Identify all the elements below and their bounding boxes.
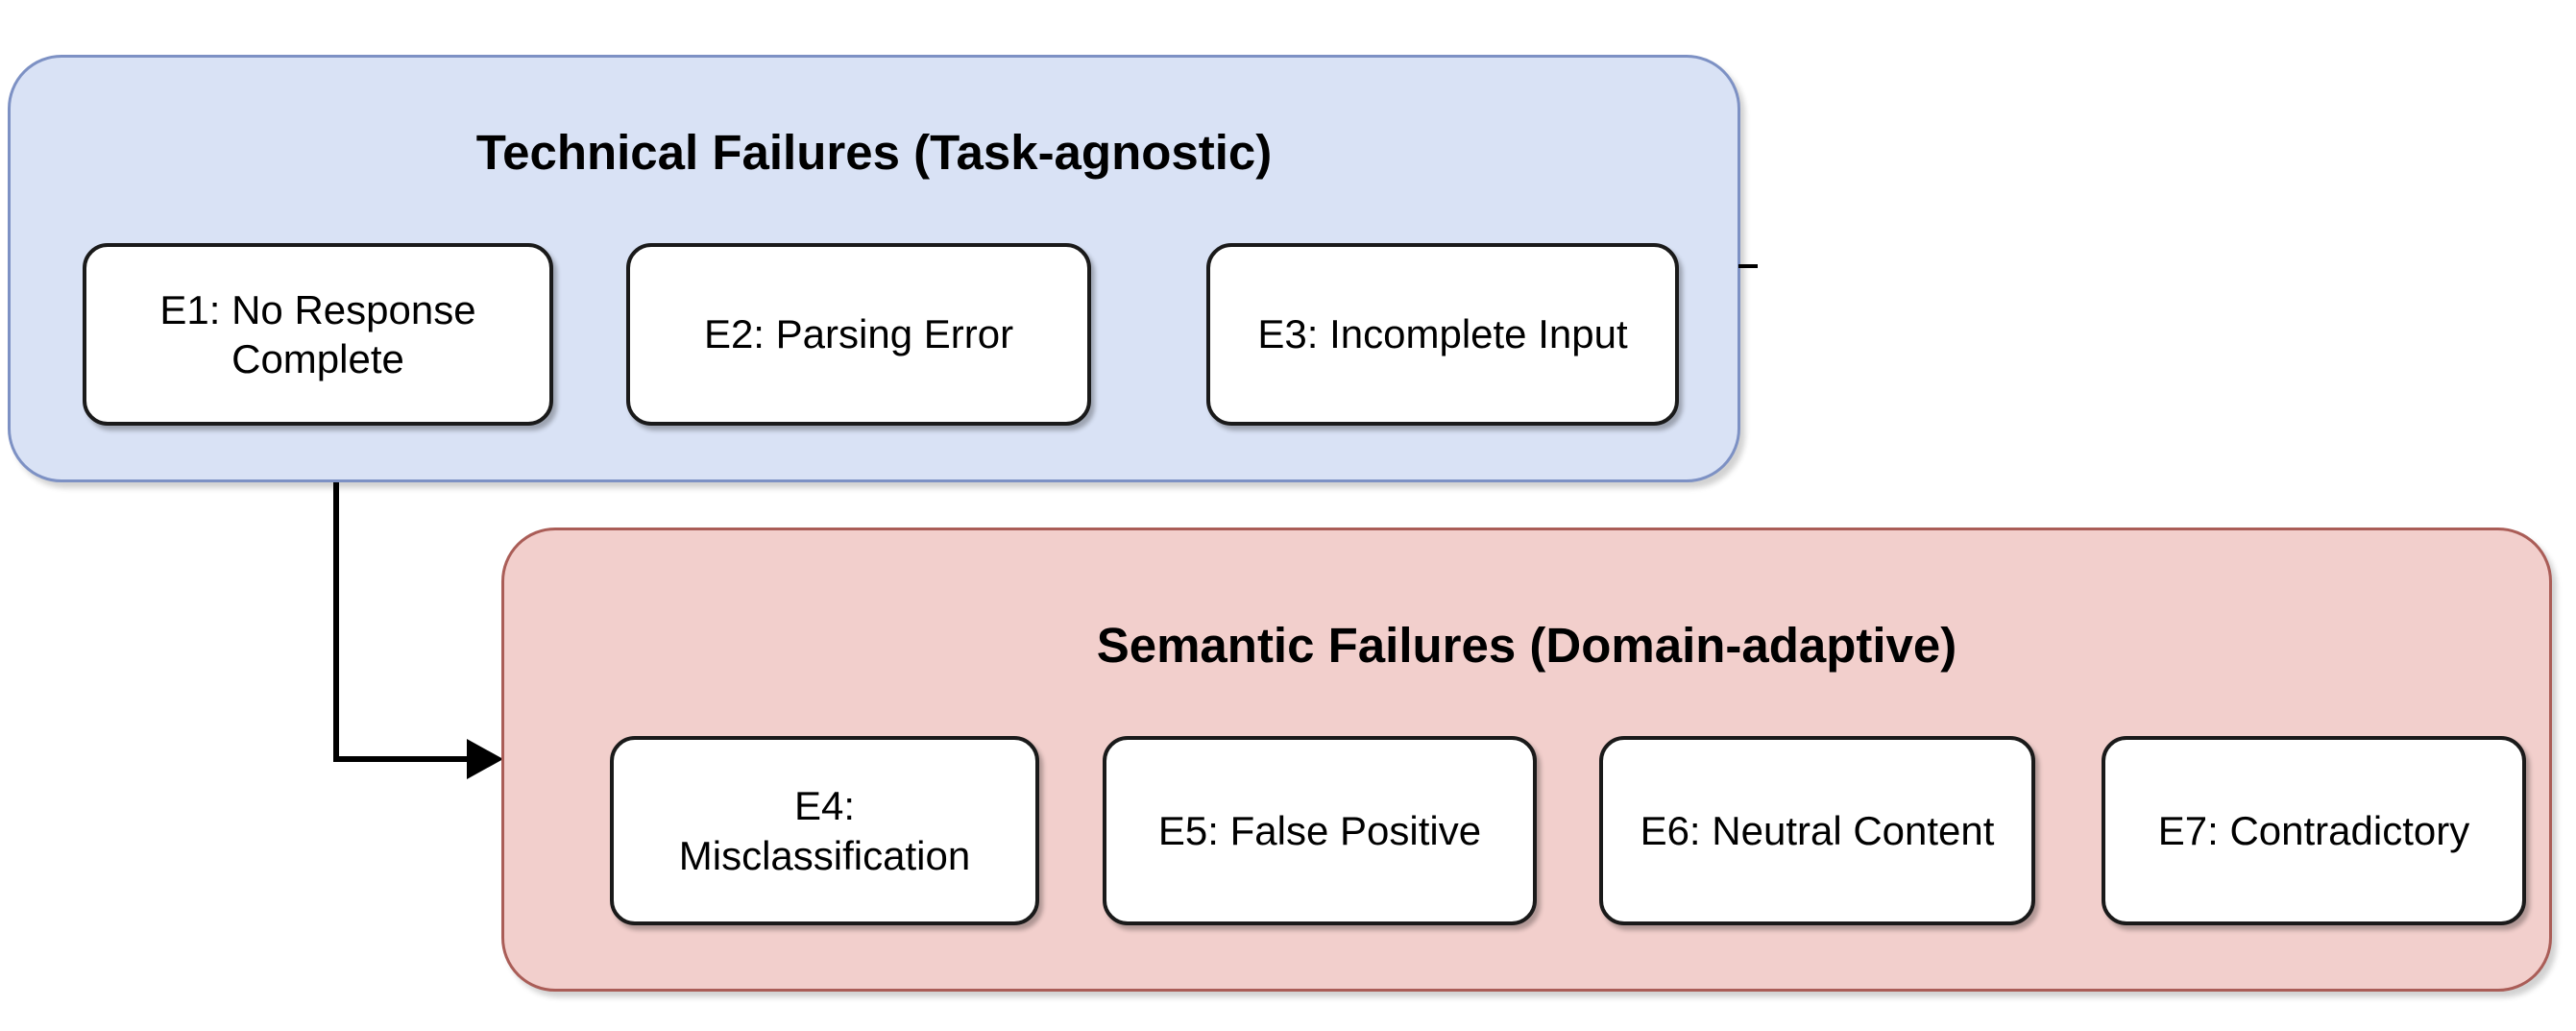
group-title-semantic: Semantic Failures (Domain-adaptive)	[1096, 618, 1957, 673]
node-e7-label: E7: Contradictory	[2157, 807, 2470, 853]
node-e1-label: E1: No Response Complete	[159, 286, 476, 381]
node-e2-label: E2: Parsing Error	[703, 311, 1014, 357]
node-e4: E4: Misclassification	[610, 736, 1039, 925]
group-technical-failures: Technical Failures (Task-agnostic) E1: N…	[8, 55, 1740, 482]
node-e5: E5: False Positive	[1103, 736, 1537, 925]
node-e6-label: E6: Neutral Content	[1640, 807, 1995, 853]
node-e4-label: E4: Misclassification	[678, 783, 971, 878]
group-semantic-failures: Semantic Failures (Domain-adaptive) E4: …	[501, 528, 2552, 992]
connector-stub	[1738, 264, 1758, 268]
node-e3-label: E3: Incomplete Input	[1257, 311, 1628, 357]
connector-horizontal-segment	[333, 756, 470, 762]
node-e7: E7: Contradictory	[2102, 736, 2526, 925]
node-e1: E1: No Response Complete	[83, 243, 553, 426]
group-title-technical: Technical Failures (Task-agnostic)	[475, 125, 1273, 180]
node-e5-label: E5: False Positive	[1157, 807, 1482, 853]
connector-arrowhead-icon	[467, 739, 503, 779]
node-e3: E3: Incomplete Input	[1206, 243, 1679, 426]
connector-vertical-segment	[333, 482, 339, 762]
node-e2: E2: Parsing Error	[626, 243, 1091, 426]
node-e6: E6: Neutral Content	[1599, 736, 2035, 925]
